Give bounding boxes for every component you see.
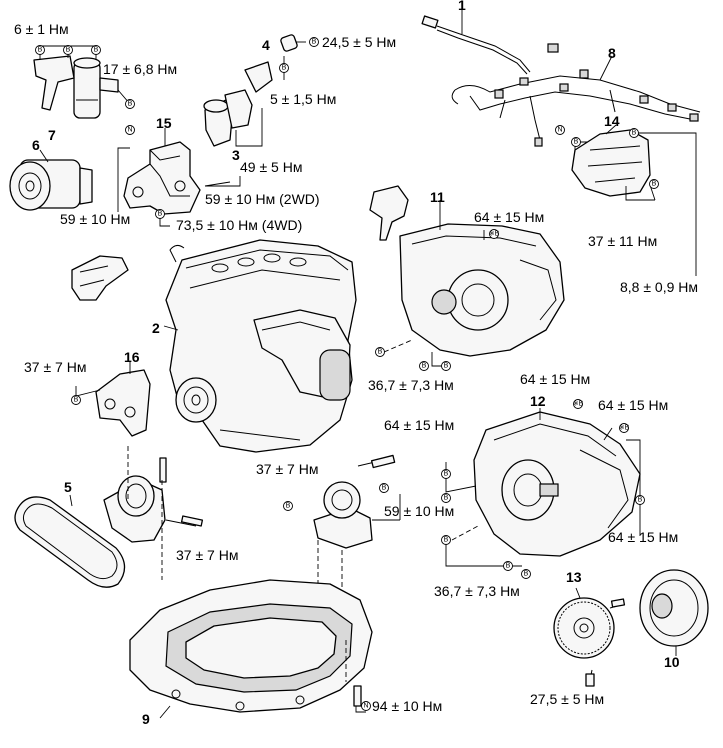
torque-label: 64 ± 15 Нм	[608, 529, 678, 545]
callout-15: 15	[156, 115, 172, 131]
marker-nut: N	[557, 127, 562, 134]
marker-special: ※B	[619, 425, 630, 432]
callout-16: 16	[124, 349, 140, 365]
torque-label: 36,7 ± 7,3 Нм	[434, 583, 520, 599]
torque-label: 37 ± 7 Нм	[24, 359, 86, 375]
marker-special: ※B	[573, 401, 584, 408]
part-13-flywheel	[553, 587, 626, 687]
marker-bolt: B	[312, 39, 317, 46]
part-11-transmission	[369, 185, 565, 367]
torque-label: 59 ± 10 Нм	[60, 211, 130, 227]
torque-label: 73,5 ± 10 Нм (4WD)	[176, 217, 302, 233]
torque-label: 64 ± 15 Нм	[384, 417, 454, 433]
marker-special: ※B	[489, 231, 500, 238]
torque-label: 8,8 ± 0,9 Нм	[620, 279, 698, 295]
callout-3: 3	[232, 147, 240, 163]
part-5-belt	[14, 494, 126, 588]
callout-11: 11	[430, 189, 445, 205]
callout-1: 1	[458, 0, 466, 13]
torque-label: 37 ± 11 Нм	[588, 233, 657, 249]
marker-bolt: B	[286, 503, 291, 510]
part-9-subframe	[129, 579, 373, 719]
marker-bolt: B	[444, 471, 449, 478]
part-6-compressor	[9, 149, 93, 211]
callout-8: 8	[608, 45, 616, 61]
small-bracket	[71, 255, 129, 301]
part-callouts: 1 2 3 4 5 6 7 8 9 10 11 12 13 14 15 16	[32, 0, 680, 727]
marker-bolt: B	[652, 181, 657, 188]
right-engine-mount	[313, 454, 401, 640]
torque-label: 37 ± 7 Нм	[176, 547, 238, 563]
torque-label: 64 ± 15 Нм	[520, 371, 590, 387]
callout-7: 7	[48, 127, 56, 143]
marker-bolt: B	[382, 485, 387, 492]
part-10-torque-converter	[639, 569, 709, 656]
callout-9: 9	[142, 711, 150, 727]
part-3-4-housing	[203, 34, 306, 147]
marker-bolt: B	[632, 130, 637, 137]
torque-label: 27,5 ± 5 Нм	[530, 691, 604, 707]
marker-bolt: B	[66, 47, 71, 54]
callout-10: 10	[664, 654, 680, 670]
part-12-transmission	[445, 408, 641, 567]
marker-nut: N	[127, 127, 132, 134]
torque-label: 6 ± 1 Нм	[14, 21, 69, 37]
part-8-wiring-harness	[451, 43, 701, 147]
marker-bolt: B	[128, 101, 133, 108]
part-15-mount-bracket	[117, 128, 241, 227]
marker-bolt: B	[524, 571, 529, 578]
marker-bolt: B	[158, 211, 163, 218]
marker-bolt: B	[378, 349, 383, 356]
callout-13: 13	[566, 569, 582, 585]
torque-label: 24,5 ± 5 Нм	[322, 34, 396, 50]
marker-bolt: B	[422, 363, 427, 370]
callout-14: 14	[604, 113, 620, 129]
marker-bolt: B	[444, 495, 449, 502]
fastener-marker-labels: B B B B B B N B N B B B ※B B B B B ※B ※B…	[38, 39, 657, 710]
callout-5: 5	[64, 479, 72, 495]
torque-labels: 6 ± 1 Нм 17 ± 6,8 Нм 24,5 ± 5 Нм 5 ± 1,5…	[14, 21, 698, 714]
callout-4: 4	[262, 37, 270, 53]
part-2-engine	[163, 239, 357, 453]
torque-label: 59 ± 10 Нм	[384, 503, 454, 519]
part-16-mount-bracket	[75, 362, 151, 437]
callout-2: 2	[152, 320, 160, 336]
marker-bolt: B	[638, 497, 643, 504]
torque-label: 59 ± 10 Нм (2WD)	[205, 191, 320, 207]
torque-label: 64 ± 15 Нм	[598, 397, 668, 413]
torque-label: 37 ± 7 Нм	[256, 461, 318, 477]
marker-bolt: B	[444, 537, 449, 544]
marker-bolt: B	[444, 363, 449, 370]
callout-6: 6	[32, 137, 40, 153]
marker-nut: N	[363, 703, 368, 710]
part-7-bracket	[33, 45, 131, 119]
torque-label: 17 ± 6,8 Нм	[103, 61, 177, 77]
marker-bolt: B	[94, 47, 99, 54]
callout-12: 12	[530, 393, 546, 409]
torque-label: 5 ± 1,5 Нм	[270, 91, 336, 107]
left-engine-mount	[103, 446, 204, 580]
marker-bolt: B	[506, 563, 511, 570]
part-1-sensor-cable	[421, 10, 531, 75]
part-14-starter	[571, 124, 697, 276]
torque-label: 94 ± 10 Нм	[372, 698, 442, 714]
marker-bolt: B	[574, 139, 579, 146]
marker-bolt: B	[38, 47, 43, 54]
torque-label: 64 ± 15 Нм	[474, 209, 544, 225]
marker-bolt: B	[74, 397, 79, 404]
torque-label: 49 ± 5 Нм	[240, 159, 302, 175]
marker-bolt: B	[282, 65, 287, 72]
torque-label: 36,7 ± 7,3 Нм	[368, 377, 454, 393]
